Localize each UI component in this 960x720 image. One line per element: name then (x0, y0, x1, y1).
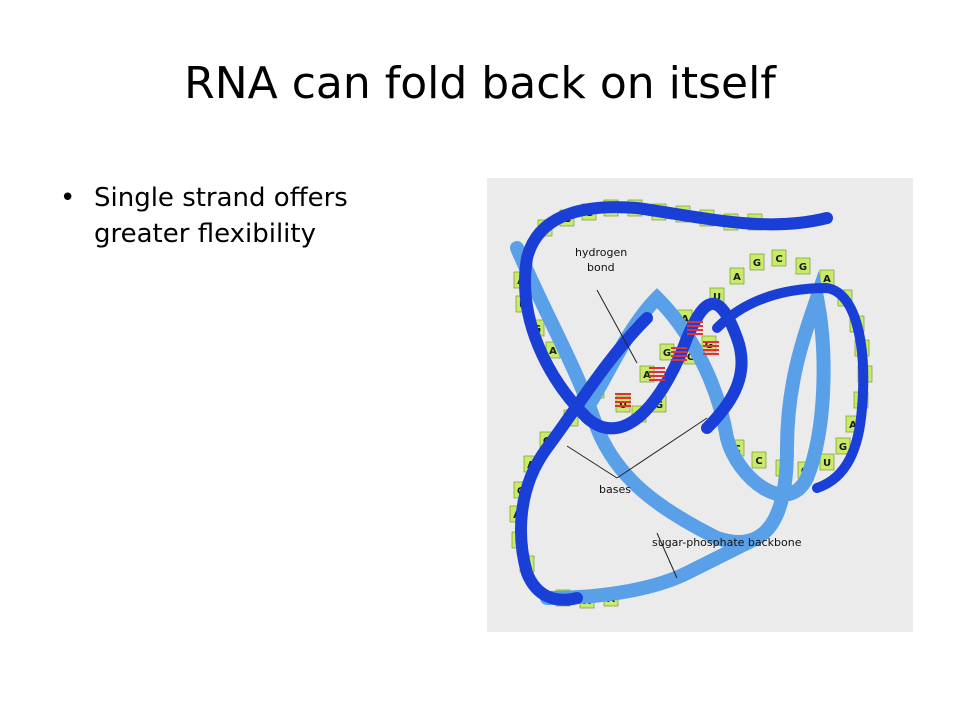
rna-diagram-svg: AGGUAGCGACCAUGAUAGCGAUCUCAAGUGACCAGUUGAG… (509, 199, 873, 609)
bullet-dot-icon: • (60, 183, 76, 213)
base-tab: G (749, 253, 765, 271)
hydrogen-bond-layer (615, 321, 719, 407)
base-letter: G (663, 348, 671, 359)
base-tab-shape (751, 451, 767, 469)
base-tab-shape (615, 395, 631, 413)
backbone-strand-light (510, 241, 831, 549)
base-letter: A (733, 272, 741, 283)
base-tab: A (639, 365, 655, 383)
base-tab: G (659, 343, 675, 361)
base-tab: U (819, 453, 835, 471)
base-letter: C (755, 456, 762, 467)
base-letter: A (681, 314, 689, 325)
rna-fold-diagram: AGGUAGCGACCAUGAUAGCGAUCUCAAGUGACCAGUUGAG… (487, 178, 913, 632)
base-tab: A (729, 267, 745, 285)
base-tab: C (771, 249, 787, 267)
base-letter: G (799, 262, 807, 273)
base-letter: U (713, 292, 721, 303)
base-letter: A (823, 274, 831, 285)
base-tab-shape (819, 453, 835, 471)
base-tab-shape (729, 267, 745, 285)
base-tab-shape (749, 253, 765, 271)
base-letter: G (655, 400, 663, 411)
bullet-item: • Single strand offers greater flexibili… (58, 180, 418, 252)
backbone-strand-light-bottom (540, 531, 764, 605)
base-letter: G (687, 352, 695, 363)
base-letter: C (775, 254, 782, 265)
base-tab-shape (639, 365, 655, 383)
base-letter: A (849, 420, 857, 431)
base-letter: A (549, 346, 557, 357)
base-letter: A (643, 370, 651, 381)
label-bases: bases (599, 483, 631, 496)
backbone-strand-dark-lower (515, 312, 653, 606)
base-tab: G (795, 257, 811, 275)
base-tab-shape (795, 257, 811, 275)
label-backbone: sugar-phosphate backbone (652, 536, 802, 549)
label-bond: bond (587, 261, 615, 274)
base-tab-shape (771, 249, 787, 267)
base-tab-shape (701, 335, 717, 353)
backbone-strand-dark-right (712, 282, 869, 493)
base-tab: C (751, 451, 767, 469)
base-letter: U (823, 458, 831, 469)
bullet-list: • Single strand offers greater flexibili… (58, 180, 418, 252)
label-hydrogen: hydrogen (575, 246, 627, 259)
slide-title: RNA can fold back on itself (184, 58, 776, 109)
bullet-text: Single strand offers greater flexibility (94, 183, 348, 249)
annotation-lines (566, 289, 708, 579)
base-letter: G (753, 258, 761, 269)
base-letter: G (839, 442, 847, 453)
